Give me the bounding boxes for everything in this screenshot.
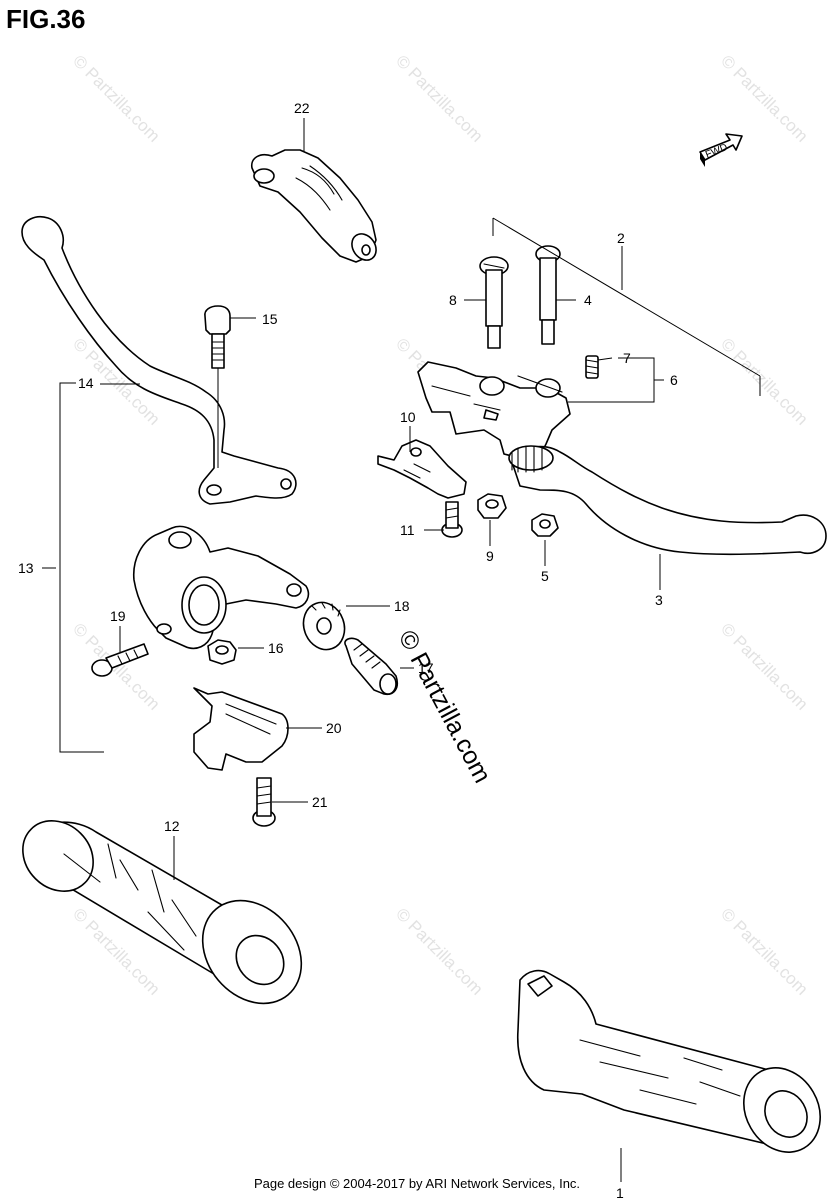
callout-12[interactable]: 12 — [164, 818, 180, 834]
part-12-left-grip — [22, 820, 303, 1005]
part-18-adjuster — [302, 601, 346, 651]
callout-13[interactable]: 13 — [18, 560, 34, 576]
callout-22[interactable]: 22 — [294, 100, 310, 116]
callout-8[interactable]: 8 — [449, 292, 457, 308]
leader-lines — [42, 118, 661, 1182]
watermark-large: © Partzilla.com — [393, 626, 497, 788]
watermark: © Partzilla.com — [717, 334, 811, 428]
callout-14[interactable]: 14 — [78, 375, 94, 391]
part-17-adjuster-bolt — [344, 637, 399, 696]
callout-10[interactable]: 10 — [400, 409, 416, 425]
watermark: © Partzilla.com — [717, 51, 811, 145]
fwd-arrow-icon: FWD — [699, 133, 743, 167]
part-14-clutch-lever — [21, 216, 297, 505]
part-20-switch — [193, 687, 289, 771]
callout-11[interactable]: 11 — [400, 522, 415, 538]
callout-5[interactable]: 5 — [541, 568, 549, 584]
part-3-brake-lever — [508, 445, 827, 556]
part-19-screw — [91, 643, 149, 677]
part-7-spring — [585, 355, 599, 379]
figure-title: FIG.36 — [6, 4, 86, 34]
bracket-6 — [568, 357, 664, 403]
watermark: © Partzilla.com — [392, 904, 486, 998]
part-10-switch — [377, 439, 467, 499]
part-4-bolt — [535, 245, 561, 345]
part-15-bolt — [204, 305, 231, 369]
part-5-nut — [531, 513, 559, 537]
part-8-bolt — [479, 256, 509, 349]
bracket-2 — [492, 217, 761, 396]
callout-18[interactable]: 18 — [394, 598, 410, 614]
part-6-holder — [417, 361, 571, 459]
callouts: 22 2 8 4 15 7 6 14 10 11 9 13 5 3 18 19 … — [18, 100, 678, 1200]
fwd-label: FWD — [704, 142, 729, 161]
part-9-nut — [477, 493, 507, 519]
watermark: © Partzilla.com — [392, 51, 486, 145]
callout-3[interactable]: 3 — [655, 592, 663, 608]
part-21-screw — [252, 777, 276, 827]
part-1-right-grip — [516, 969, 821, 1153]
part-16-nut — [207, 639, 237, 665]
bracket-13 — [59, 382, 104, 753]
callout-17[interactable]: 17 — [418, 660, 434, 676]
part-13-holder — [133, 525, 310, 650]
watermark: © Partzilla.com — [69, 51, 163, 145]
callout-16[interactable]: 16 — [268, 640, 284, 656]
callout-2[interactable]: 2 — [617, 230, 625, 246]
callout-21[interactable]: 21 — [312, 794, 328, 810]
callout-1[interactable]: 1 — [616, 1185, 624, 1200]
callout-19[interactable]: 19 — [110, 608, 126, 624]
callout-9[interactable]: 9 — [486, 548, 494, 564]
callout-15[interactable]: 15 — [262, 311, 278, 327]
callout-4[interactable]: 4 — [584, 292, 592, 308]
part-11-screw — [441, 501, 463, 538]
watermark: © Partzilla.com — [717, 619, 811, 713]
part-22-boot — [250, 149, 377, 263]
page-footer: Page design © 2004-2017 by ARI Network S… — [253, 1176, 581, 1191]
callout-6[interactable]: 6 — [670, 372, 678, 388]
watermark: © Partzilla.com — [717, 904, 811, 998]
callout-20[interactable]: 20 — [326, 720, 342, 736]
callout-7[interactable]: 7 — [623, 350, 631, 366]
